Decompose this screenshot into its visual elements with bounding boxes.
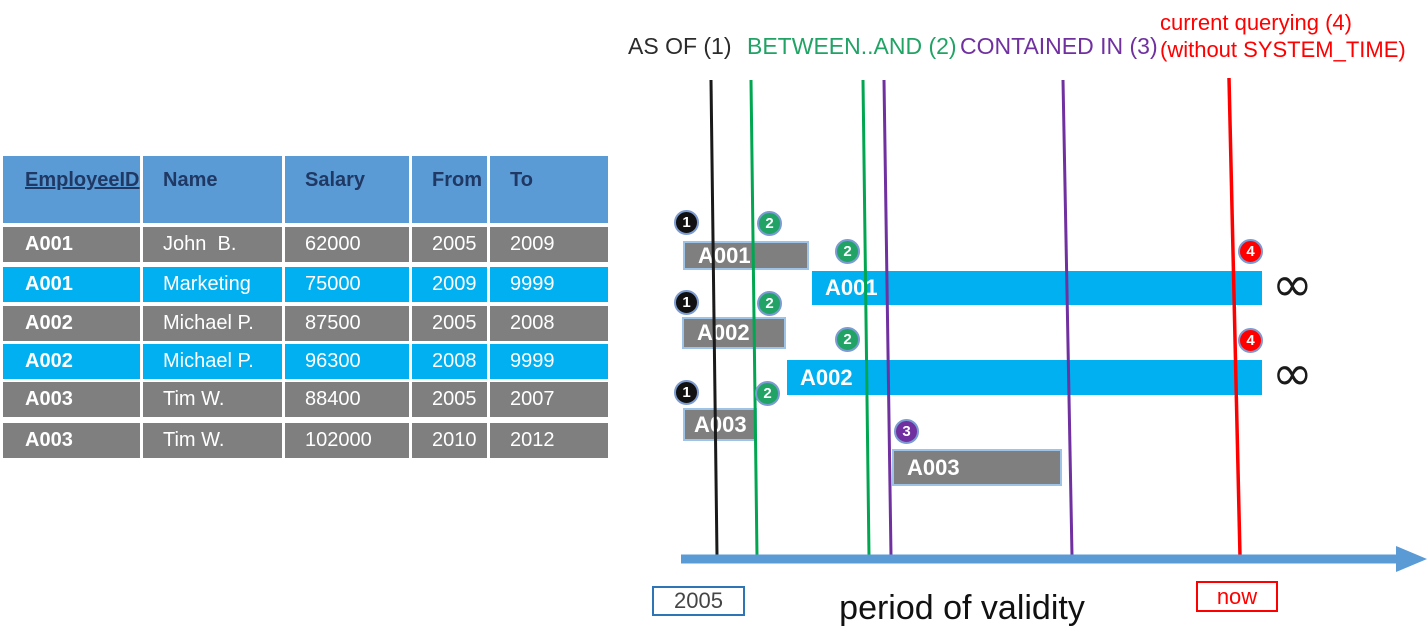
cell-employeeid: A001 bbox=[3, 227, 140, 262]
table-row: A001 John B. 62000 2005 2009 bbox=[3, 227, 608, 262]
cell-to: 2008 bbox=[490, 306, 608, 341]
cell-name: Tim W. bbox=[143, 423, 282, 458]
bar-a002-history: A002 bbox=[682, 317, 786, 349]
cell-employeeid: A001 bbox=[3, 267, 140, 302]
cell-from: 2005 bbox=[412, 382, 487, 417]
bar-label: A002 bbox=[800, 364, 853, 390]
axis-title: period of validity bbox=[839, 589, 1085, 627]
bar-label: A003 bbox=[907, 454, 960, 480]
badge-1: 1 bbox=[674, 380, 699, 405]
between-end-line bbox=[861, 79, 871, 557]
badge-1: 1 bbox=[674, 290, 699, 315]
bar-label: A003 bbox=[694, 411, 747, 437]
cell-from: 2005 bbox=[412, 227, 487, 262]
header-employeeid: EmployeeID bbox=[3, 156, 140, 223]
badge-2: 2 bbox=[835, 327, 860, 352]
cell-from: 2008 bbox=[412, 344, 487, 379]
cell-to: 9999 bbox=[490, 267, 608, 302]
infinity-symbol: ∞ bbox=[1272, 256, 1313, 313]
cell-salary: 102000 bbox=[285, 423, 409, 458]
bar-a003-history-1: A003 bbox=[683, 408, 757, 441]
badge-2: 2 bbox=[755, 381, 780, 406]
cell-to: 2009 bbox=[490, 227, 608, 262]
legend-as-of: AS OF (1) bbox=[628, 33, 732, 59]
bar-a003-history-2: A003 bbox=[892, 449, 1062, 486]
badge-1: 1 bbox=[674, 210, 699, 235]
header-salary: Salary bbox=[285, 156, 409, 223]
cell-employeeid: A002 bbox=[3, 306, 140, 341]
axis-now-box: now bbox=[1196, 581, 1278, 612]
badge-3: 3 bbox=[894, 419, 919, 444]
contained-end-line bbox=[1061, 79, 1074, 557]
cell-name: Tim W. bbox=[143, 382, 282, 417]
time-axis-arrowhead bbox=[1396, 546, 1427, 572]
badge-4: 4 bbox=[1238, 328, 1263, 353]
header-to: To bbox=[490, 156, 608, 223]
cell-name: John B. bbox=[143, 227, 282, 262]
badge-2: 2 bbox=[757, 211, 782, 236]
table-row: A002 Michael P. 96300 2008 9999 bbox=[3, 344, 608, 379]
badge-2: 2 bbox=[835, 239, 860, 264]
table-row: A003 Tim W. 102000 2010 2012 bbox=[3, 423, 608, 458]
badge-2: 2 bbox=[757, 291, 782, 316]
bar-a002-current: A002 bbox=[787, 360, 1262, 395]
bar-label: A002 bbox=[697, 320, 750, 345]
cell-from: 2005 bbox=[412, 306, 487, 341]
legend-between-and: BETWEEN..AND (2) bbox=[747, 33, 957, 59]
cell-salary: 75000 bbox=[285, 267, 409, 302]
bar-a001-history: A001 bbox=[683, 241, 809, 270]
cell-name: Marketing bbox=[143, 267, 282, 302]
legend-current-querying-line1: current querying (4) bbox=[1160, 10, 1352, 35]
legend-current-querying-line2: (without SYSTEM_TIME) bbox=[1160, 37, 1406, 62]
bar-label: A001 bbox=[825, 275, 878, 300]
table-row: A002 Michael P. 87500 2005 2008 bbox=[3, 306, 608, 341]
cell-to: 9999 bbox=[490, 344, 608, 379]
axis-start-year-box: 2005 bbox=[652, 586, 745, 616]
cell-employeeid: A003 bbox=[3, 382, 140, 417]
infinity-symbol: ∞ bbox=[1272, 345, 1313, 402]
legend-contained-in: CONTAINED IN (3) bbox=[960, 33, 1158, 59]
header-from: From bbox=[412, 156, 487, 223]
bar-label: A001 bbox=[698, 242, 751, 268]
cell-name: Michael P. bbox=[143, 306, 282, 341]
cell-salary: 96300 bbox=[285, 344, 409, 379]
legend-current-querying: current querying (4) (without SYSTEM_TIM… bbox=[1160, 9, 1406, 63]
cell-from: 2010 bbox=[412, 423, 487, 458]
bar-a001-current: A001 bbox=[812, 271, 1262, 305]
cell-salary: 62000 bbox=[285, 227, 409, 262]
table-row: A003 Tim W. 88400 2005 2007 bbox=[3, 382, 608, 417]
cell-employeeid: A003 bbox=[3, 423, 140, 458]
cell-salary: 88400 bbox=[285, 382, 409, 417]
table-row: A001 Marketing 75000 2009 9999 bbox=[3, 267, 608, 302]
cell-employeeid: A002 bbox=[3, 344, 140, 379]
cell-salary: 87500 bbox=[285, 306, 409, 341]
cell-from: 2009 bbox=[412, 267, 487, 302]
badge-4: 4 bbox=[1238, 239, 1263, 264]
cell-to: 2007 bbox=[490, 382, 608, 417]
contained-start-line bbox=[882, 79, 893, 557]
header-name: Name bbox=[143, 156, 282, 223]
cell-to: 2012 bbox=[490, 423, 608, 458]
table-header-row: EmployeeID Name Salary From To bbox=[3, 156, 608, 223]
now-line bbox=[1227, 77, 1242, 557]
cell-name: Michael P. bbox=[143, 344, 282, 379]
